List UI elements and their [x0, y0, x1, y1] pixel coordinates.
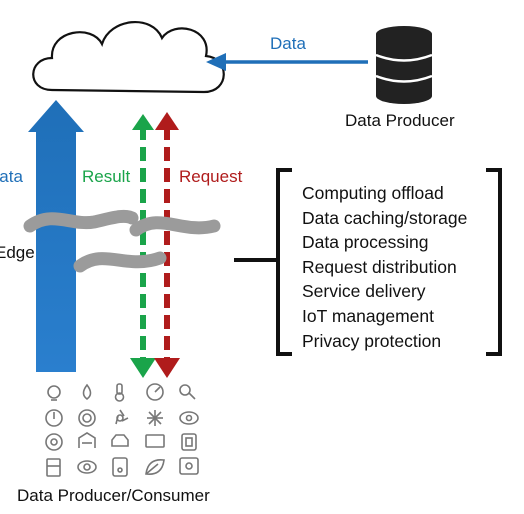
request-arrow — [154, 112, 180, 378]
tv-icon — [145, 434, 165, 448]
device-icon-grid — [45, 383, 199, 477]
edge-waves — [23, 209, 221, 273]
cloud-icon — [32, 21, 225, 94]
capability-item: Service delivery — [302, 281, 426, 302]
result-arrow — [130, 114, 156, 378]
gauge-icon — [146, 383, 164, 401]
switch-icon — [181, 433, 197, 451]
capability-item: Data caching/storage — [302, 207, 468, 228]
target-icon — [45, 433, 63, 451]
snowflake-icon — [147, 410, 163, 426]
data-producer-label: Data Producer — [345, 111, 455, 130]
right-bracket — [486, 168, 502, 356]
key-icon — [179, 384, 196, 400]
eye-icon — [179, 411, 199, 425]
edge-label: Edge — [0, 243, 35, 262]
wifi-icon — [78, 409, 96, 427]
fan-icon — [115, 409, 129, 425]
capability-item: Request distribution — [302, 256, 457, 277]
producer-consumer-label: Data Producer/Consumer — [17, 486, 210, 505]
car-icon — [111, 434, 129, 447]
database-icon — [375, 26, 433, 104]
thermometer-icon — [114, 383, 125, 402]
result-label: Result — [82, 167, 131, 186]
garage-icon — [78, 432, 96, 448]
request-label: Request — [179, 167, 243, 186]
fridge-icon — [46, 458, 61, 477]
lightbulb-icon — [47, 385, 61, 401]
edge-capabilities-list: Computing offload Data caching/storage D… — [302, 181, 467, 353]
camera-icon — [77, 460, 97, 474]
tablet-icon — [179, 457, 199, 475]
capability-item: Computing offload — [302, 183, 444, 203]
capability-item: Privacy protection — [302, 330, 442, 351]
water-drop-icon — [82, 383, 92, 400]
left-data-label: Data — [0, 167, 23, 186]
capability-item: Data processing — [302, 232, 429, 253]
power-icon — [45, 409, 63, 427]
phone-icon — [112, 457, 128, 477]
capability-item: IoT management — [302, 305, 434, 326]
data-upload-arrow — [28, 100, 84, 372]
cloud-data-label: Data — [270, 34, 306, 53]
leaf-icon — [145, 458, 165, 476]
data-arrow-to-cloud-head — [206, 53, 226, 71]
left-bracket — [276, 168, 292, 356]
